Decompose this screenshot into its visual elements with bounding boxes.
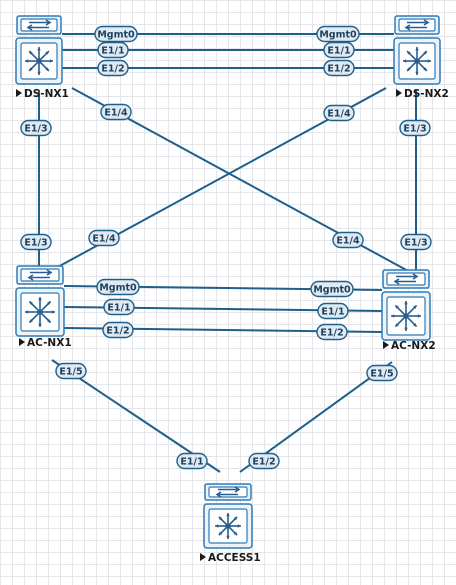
port-label-text: E1/4 <box>92 234 116 245</box>
triangle-right-icon <box>16 89 22 97</box>
port-ds1-e1-3: E1/3 <box>20 119 52 137</box>
device-label: DS-NX2 <box>404 88 449 100</box>
port-label-text: E1/2 <box>252 457 275 468</box>
links-layer <box>38 33 417 473</box>
port-label-text: E1/5 <box>370 369 393 380</box>
port-label-text: E1/2 <box>101 64 124 75</box>
port-ac2-e1-3: E1/3 <box>400 233 432 251</box>
device-ds1[interactable]: DS-NX1 <box>15 15 69 100</box>
port-label-text: E1/1 <box>321 307 344 318</box>
port-ac1-e1-5: E1/5 <box>55 362 87 380</box>
switch-icon <box>204 483 252 501</box>
nexus-switch-icon <box>15 287 65 337</box>
device-label: AC-NX2 <box>391 340 436 352</box>
port-label-text: E1/1 <box>180 457 203 468</box>
nexus-switch-icon <box>393 37 441 85</box>
port-label-text: Mgmt0 <box>99 283 137 294</box>
port-ds1-e1-2: E1/2 <box>97 59 129 77</box>
port-ds2-e1-4: E1/4 <box>323 104 355 122</box>
device-ac1[interactable]: AC-NX1 <box>15 265 72 349</box>
port-ac1-mgmt0: Mgmt0 <box>96 278 140 296</box>
nexus-switch-icon <box>15 37 63 85</box>
port-ac2-mgmt0: Mgmt0 <box>310 280 354 298</box>
port-label-text: Mgmt0 <box>319 30 357 41</box>
port-label-text: E1/5 <box>59 367 82 378</box>
port-label-text: E1/4 <box>336 236 360 247</box>
port-ds2-e1-3: E1/3 <box>399 119 431 137</box>
port-ac2-e1-4: E1/4 <box>332 231 364 249</box>
port-ac1-e1-4: E1/4 <box>88 229 120 247</box>
switch-icon <box>16 265 64 285</box>
port-label-text: E1/3 <box>403 124 426 135</box>
nexus-switch-icon <box>203 503 253 549</box>
port-ds1-e1-4: E1/4 <box>100 103 132 121</box>
nexus-switch-icon <box>381 291 431 341</box>
device-label: AC-NX1 <box>27 337 72 349</box>
port-label-text: E1/4 <box>104 108 128 119</box>
device-ac2[interactable]: AC-NX2 <box>381 269 436 352</box>
port-access1-e1-1: E1/1 <box>176 452 208 470</box>
port-label-text: E1/3 <box>404 238 427 249</box>
port-ac2-e1-2: E1/2 <box>316 323 348 341</box>
port-label-text: Mgmt0 <box>313 285 351 296</box>
port-ds2-e1-2: E1/2 <box>323 59 355 77</box>
switch-icon <box>382 269 430 289</box>
port-access1-e1-2: E1/2 <box>248 452 280 470</box>
port-ac2-e1-1: E1/1 <box>317 302 349 320</box>
port-label-text: E1/3 <box>24 124 47 135</box>
port-ds2-mgmt0: Mgmt0 <box>316 25 360 43</box>
port-label-text: E1/1 <box>101 46 124 57</box>
port-ds2-e1-1: E1/1 <box>323 41 355 59</box>
port-label-text: E1/2 <box>106 326 129 337</box>
device-label: ACCESS1 <box>208 552 261 564</box>
port-label-text: E1/2 <box>327 64 350 75</box>
port-label-text: Mgmt0 <box>97 30 135 41</box>
triangle-right-icon <box>396 89 402 97</box>
device-label: DS-NX1 <box>24 88 69 100</box>
device-ds2[interactable]: DS-NX2 <box>393 15 449 100</box>
port-ds1-e1-1: E1/1 <box>97 41 129 59</box>
port-ds1-mgmt0: Mgmt0 <box>94 25 138 43</box>
triangle-right-icon <box>200 553 206 561</box>
switch-icon <box>394 15 440 35</box>
port-label-text: E1/4 <box>327 109 351 120</box>
switch-icon <box>16 15 62 35</box>
port-label-text: E1/1 <box>327 46 350 57</box>
port-label-text: E1/1 <box>107 303 130 314</box>
port-ac2-e1-5: E1/5 <box>366 364 398 382</box>
port-ac1-e1-2: E1/2 <box>102 321 134 339</box>
triangle-right-icon <box>19 338 25 346</box>
triangle-right-icon <box>383 341 389 349</box>
port-label-text: E1/3 <box>24 238 47 249</box>
device-access1[interactable]: ACCESS1 <box>200 483 261 564</box>
port-ac1-e1-1: E1/1 <box>103 298 135 316</box>
port-label-text: E1/2 <box>320 328 343 339</box>
port-ac1-e1-3: E1/3 <box>20 233 52 251</box>
